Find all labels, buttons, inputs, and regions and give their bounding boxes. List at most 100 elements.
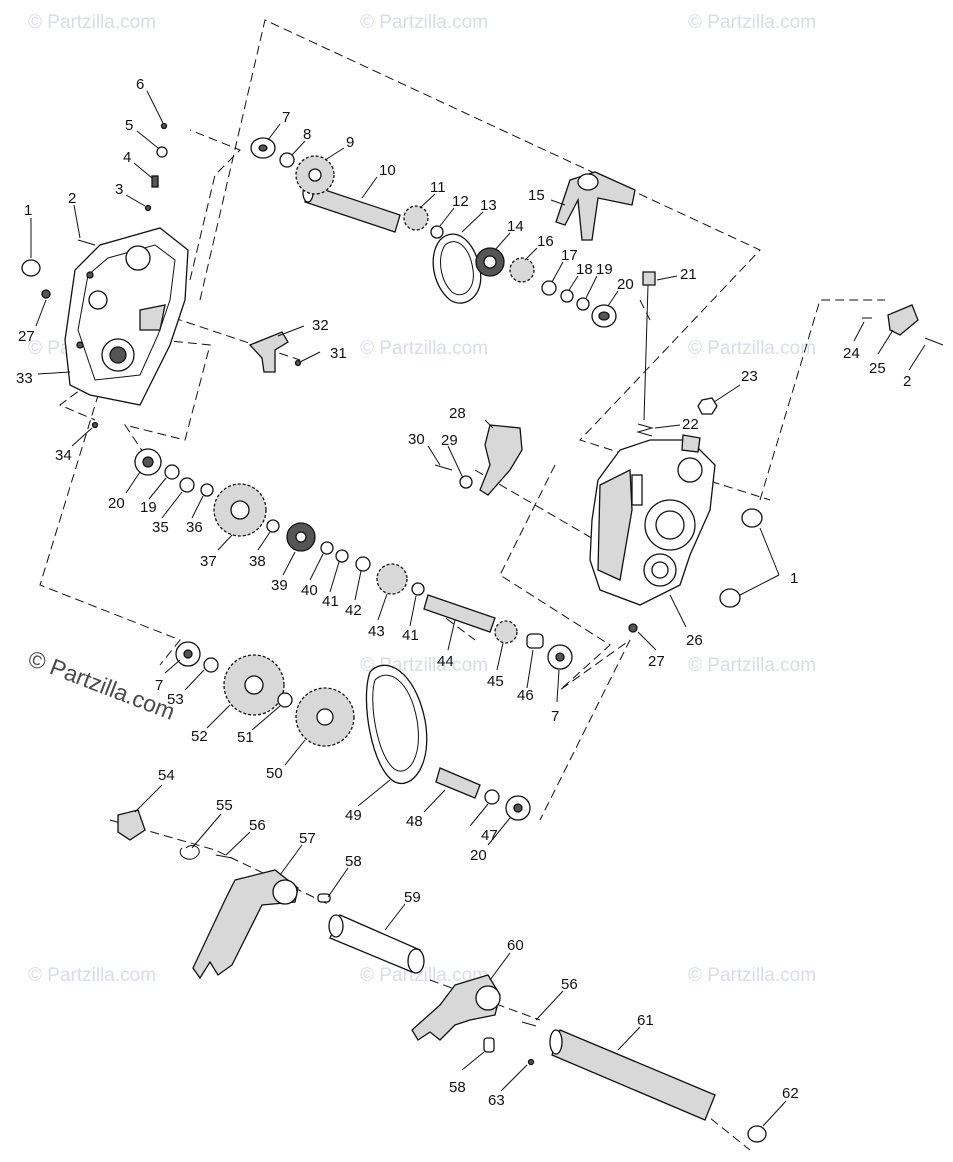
callout-34: 34: [55, 447, 72, 464]
washer-51: [277, 692, 293, 708]
washer-42: [355, 556, 371, 572]
watermark: © Partzilla.com: [688, 655, 817, 676]
seal-1-left: [21, 259, 41, 277]
callout-58: 58: [449, 1079, 466, 1096]
callout-29: 29: [441, 432, 458, 449]
watermark: © Partzilla.com: [28, 965, 157, 986]
pin-34: [91, 421, 99, 429]
assembly-lines: [39, 19, 885, 1151]
shift-fork-57: [192, 869, 299, 980]
pin-58-a: [317, 893, 331, 903]
washer-19: [576, 297, 590, 311]
callout-41: 41: [402, 627, 419, 644]
watermark: © Partzilla.com: [688, 338, 817, 359]
plug-6: [160, 122, 168, 130]
washer-36: [200, 483, 214, 497]
callout-24: 24: [843, 345, 860, 362]
callout-21: 21: [680, 266, 697, 283]
callout-56: 56: [249, 817, 266, 834]
callout-23: 23: [741, 368, 758, 385]
callout-15: 15: [528, 187, 545, 204]
callout-49: 49: [345, 807, 362, 824]
callout-44: 44: [437, 653, 454, 670]
callout-labels: 1 1 2 2 3 4 5 6 7 7 7 8 9 10 11 12 13 14…: [16, 76, 911, 1109]
cam-54: [117, 809, 146, 841]
ring-12: [430, 225, 444, 239]
plate-25: [887, 304, 919, 336]
washer-47: [484, 789, 500, 805]
watermark: © Partzilla.com: [360, 12, 489, 33]
watermark: © Partzilla.com: [688, 965, 817, 986]
bolt-2-right: [924, 337, 944, 346]
callout-26: 26: [686, 632, 703, 649]
seal-1-right-a: [741, 508, 763, 528]
pin-3: [144, 204, 152, 212]
callout-45: 45: [487, 673, 504, 690]
callout-46: 46: [517, 687, 534, 704]
bearing-20-top: [591, 304, 617, 328]
callout-37: 37: [200, 553, 217, 570]
callout-60: 60: [507, 937, 524, 954]
shaft-61: [549, 1029, 716, 1121]
callout-58: 58: [345, 853, 362, 870]
right-case-26: [589, 434, 716, 606]
gear-52: [223, 654, 285, 716]
callout-27: 27: [18, 328, 35, 345]
callout-16: 16: [537, 233, 554, 250]
callout-32: 32: [312, 317, 329, 334]
callout-35: 35: [152, 519, 169, 536]
washer-18: [560, 289, 574, 303]
switch-28: [479, 424, 523, 496]
gear-16: [509, 257, 535, 283]
callout-56: 56: [561, 976, 578, 993]
callout-2: 2: [68, 190, 76, 207]
gear-45: [494, 620, 518, 644]
callout-47: 47: [481, 827, 498, 844]
ring-62: [747, 1125, 767, 1143]
watermark: © Partzilla.com: [28, 12, 157, 33]
callout-27: 27: [648, 653, 665, 670]
callout-30: 30: [408, 431, 425, 448]
clip-55: [179, 845, 200, 860]
callout-54: 54: [158, 767, 175, 784]
callout-50: 50: [266, 765, 283, 782]
pin-56-a: [215, 854, 233, 859]
callout-31: 31: [330, 345, 347, 362]
shaft-44: [423, 594, 496, 633]
callout-5: 5: [125, 117, 133, 134]
callout-4: 4: [123, 149, 131, 166]
callout-36: 36: [186, 519, 203, 536]
washer-41a: [335, 549, 349, 563]
callout-10: 10: [379, 162, 396, 179]
callout-43: 43: [368, 623, 385, 640]
ball-5: [156, 146, 168, 158]
screw-31: [294, 359, 302, 367]
callout-61: 61: [637, 1012, 654, 1029]
plug-27-right: [628, 623, 638, 633]
pin-58-b: [483, 1037, 495, 1053]
bearing-7-mid: [547, 644, 573, 670]
callout-17: 17: [561, 247, 578, 264]
callout-19: 19: [140, 499, 157, 516]
callout-1: 1: [24, 202, 32, 219]
screw-30: [434, 464, 453, 471]
bearing-20-low: [505, 795, 531, 821]
shift-fork-15: [555, 171, 636, 241]
tube-59: [328, 914, 425, 974]
callout-7: 7: [282, 109, 290, 126]
bolt-2-left: [77, 239, 96, 246]
callout-20: 20: [108, 495, 125, 512]
nut-23: [697, 397, 718, 415]
spring-22: [636, 423, 654, 437]
callout-11: 11: [430, 179, 446, 196]
dipstick-21: [642, 271, 656, 421]
collar-46: [526, 633, 544, 649]
callout-63: 63: [488, 1092, 505, 1109]
leader-lines: [30, 90, 926, 1127]
callout-18: 18: [576, 261, 593, 278]
callout-7: 7: [155, 677, 163, 694]
bearing-20-mid: [134, 448, 162, 476]
gear-43: [376, 563, 408, 595]
callout-42: 42: [345, 602, 362, 619]
